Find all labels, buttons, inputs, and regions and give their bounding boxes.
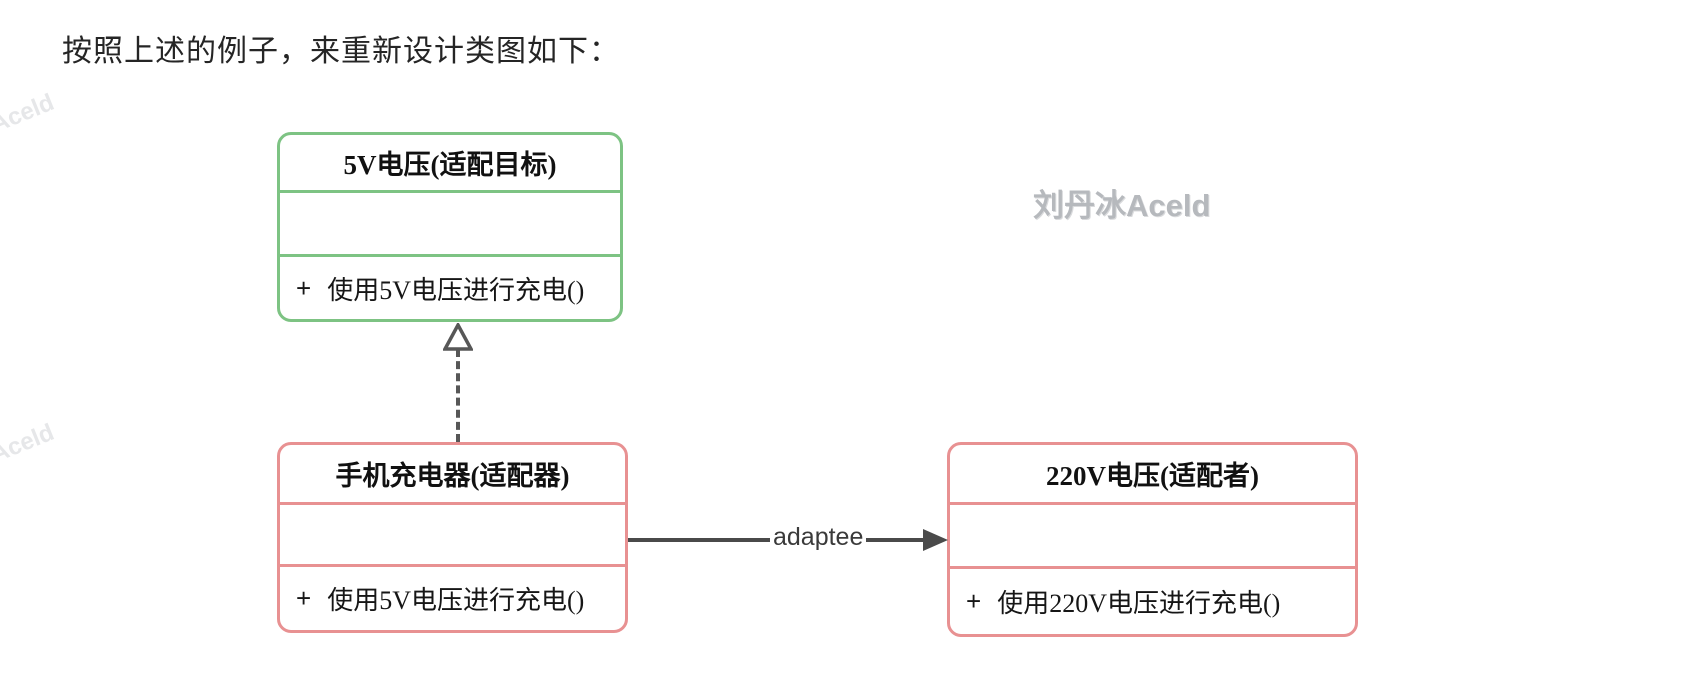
class-title: 5V电压(适配目标) xyxy=(280,135,620,193)
association-arrowhead-icon xyxy=(923,529,948,551)
uml-class-target: 5V电压(适配目标) + 使用5V电压进行充电() xyxy=(277,132,623,322)
method-visibility: + xyxy=(296,272,312,303)
class-method: + 使用5V电压进行充电() xyxy=(280,567,625,630)
method-visibility: + xyxy=(296,583,312,613)
realization-hollow-triangle-icon xyxy=(443,323,473,351)
class-attributes-empty xyxy=(950,505,1355,569)
page-title: 按照上述的例子，来重新设计类图如下： xyxy=(62,35,620,68)
uml-class-adapter: 手机充电器(适配器) + 使用5V电压进行充电() xyxy=(277,442,628,633)
method-signature: 使用220V电压进行充电() xyxy=(997,589,1281,618)
uml-class-adaptee: 220V电压(适配者) + 使用220V电压进行充电() xyxy=(947,442,1358,637)
watermark-author: 刘丹冰Aceld xyxy=(1033,188,1211,223)
method-signature: 使用5V电压进行充电() xyxy=(327,275,585,305)
method-signature: 使用5V电压进行充电() xyxy=(327,586,585,615)
class-attributes-empty xyxy=(280,505,625,567)
class-title: 220V电压(适配者) xyxy=(950,445,1355,505)
watermark-side-bottom: Aceld xyxy=(0,418,58,469)
association-label: adaptee xyxy=(770,523,867,552)
class-method: + 使用220V电压进行充电() xyxy=(950,569,1355,634)
watermark-side-top: Aceld xyxy=(0,88,58,139)
class-method: + 使用5V电压进行充电() xyxy=(280,257,620,319)
class-attributes-empty xyxy=(280,193,620,257)
realization-dashed-line xyxy=(456,349,460,442)
method-visibility: + xyxy=(966,586,982,616)
class-title: 手机充电器(适配器) xyxy=(280,445,625,505)
